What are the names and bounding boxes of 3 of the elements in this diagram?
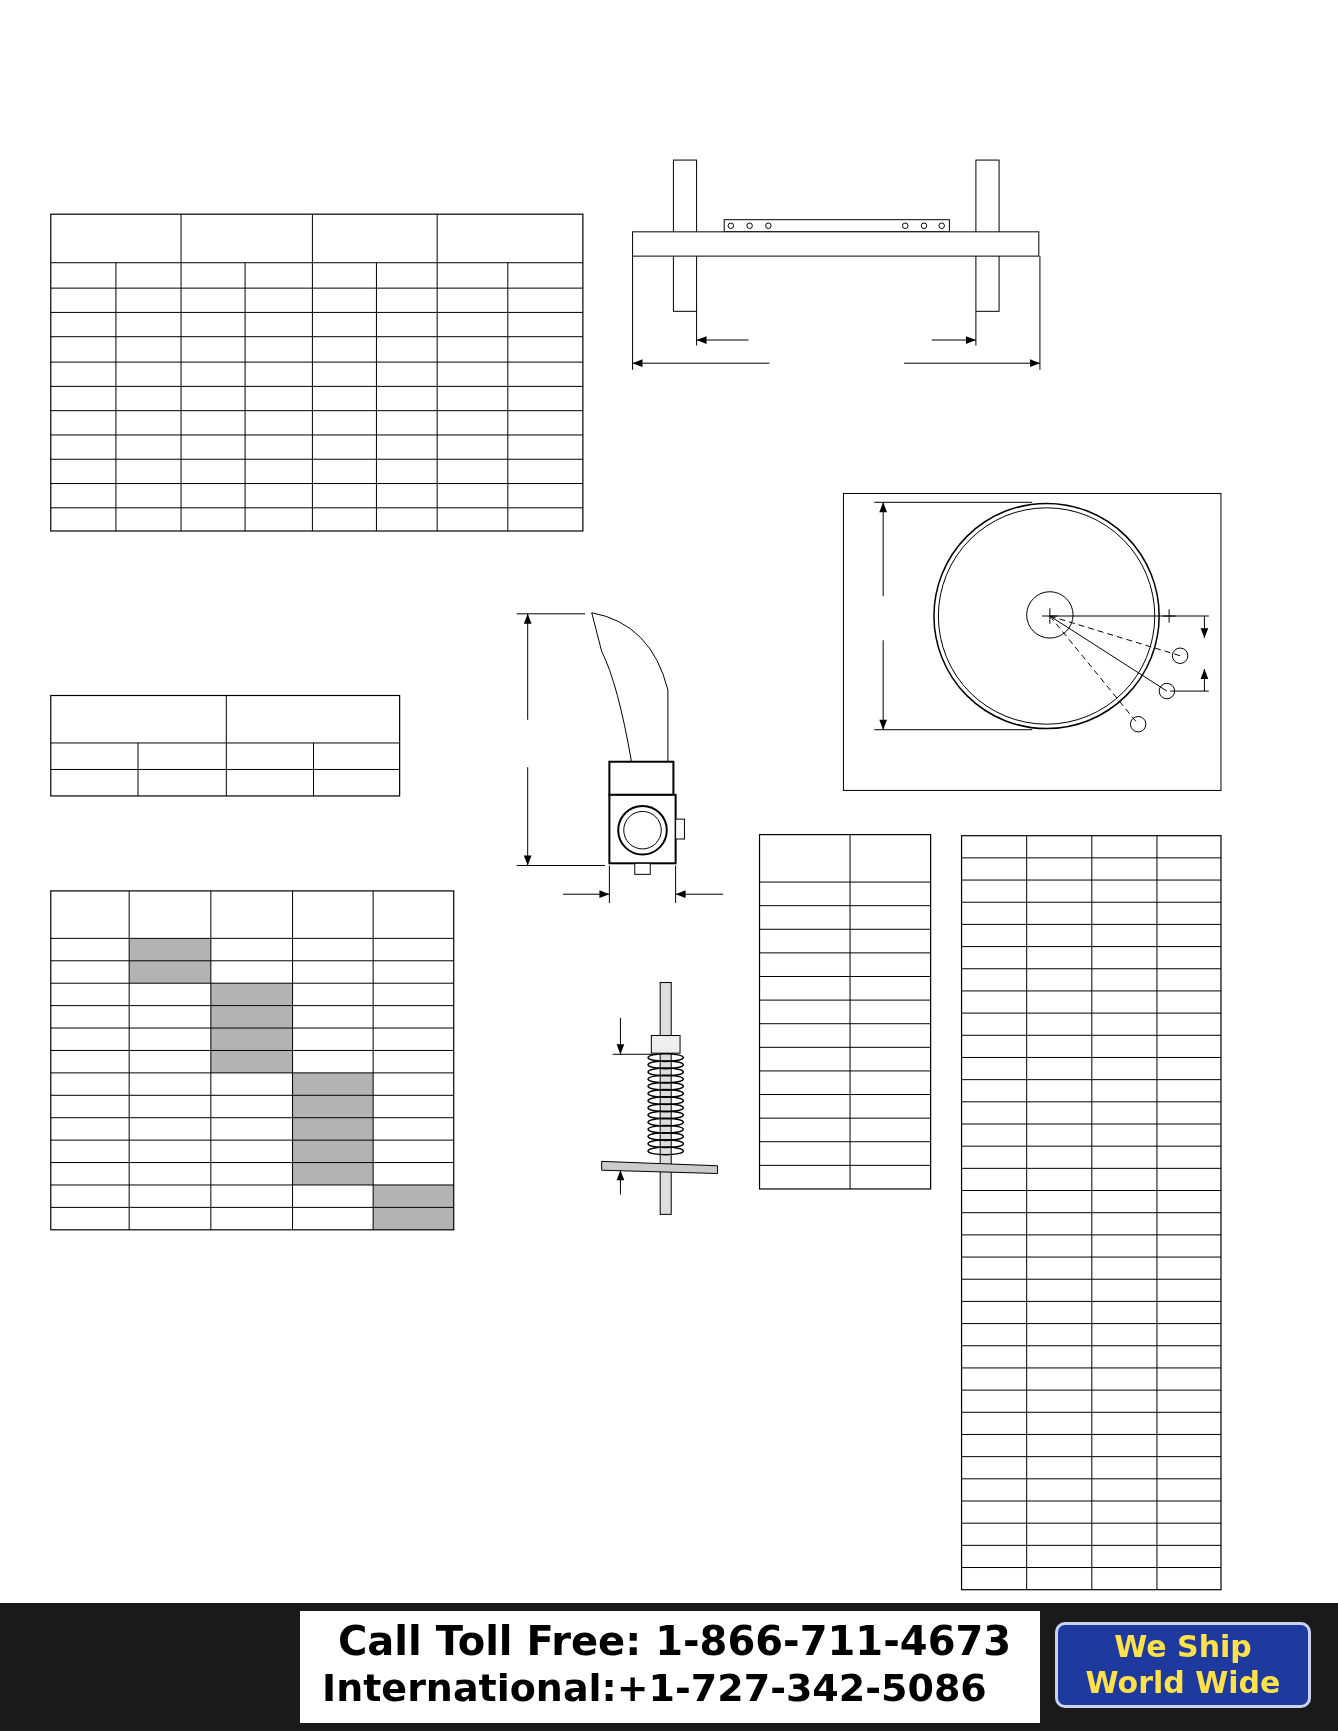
shipping-badge: We Ship World Wide bbox=[1055, 1622, 1311, 1708]
phone-number-text: International:+1-727-342-5086 bbox=[322, 1666, 987, 1710]
phone-number-text: Call Toll Free: 1-866-711-4673 bbox=[338, 1618, 1012, 1664]
